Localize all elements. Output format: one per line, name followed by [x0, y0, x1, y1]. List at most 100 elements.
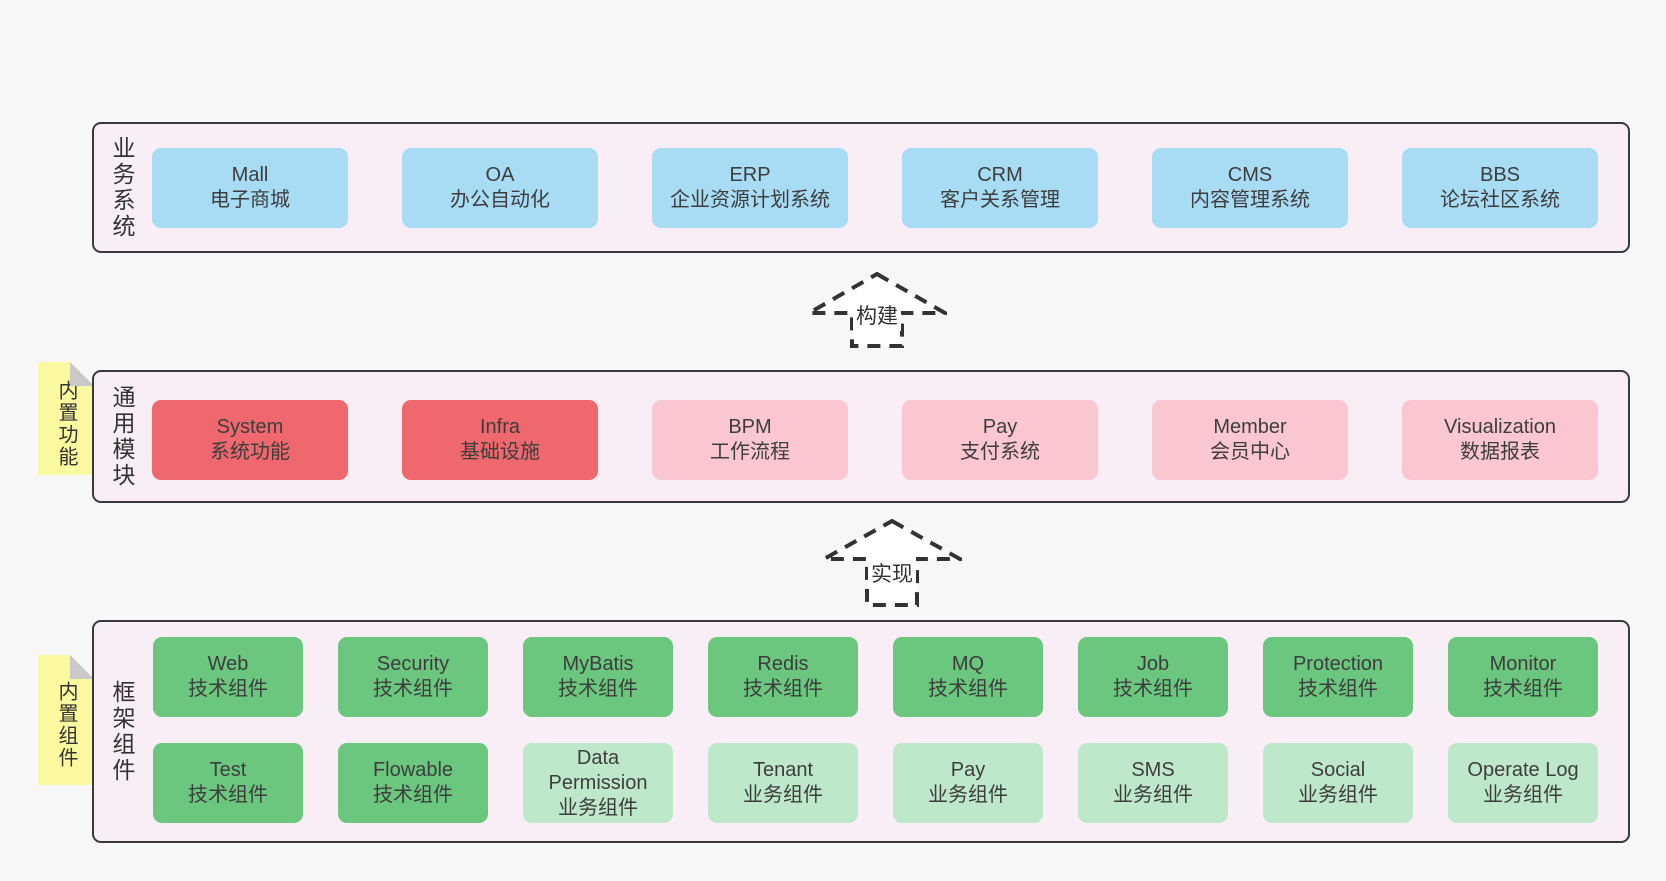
panel-side-label: 业务系统	[109, 135, 135, 240]
component-name: MQ	[951, 653, 985, 675]
build-arrow-label: 构建	[853, 299, 901, 331]
module-desc: 工作流程	[710, 441, 790, 463]
system-name: OA	[485, 164, 515, 186]
component-desc: 技术组件	[373, 784, 453, 806]
business-box-row: Mall 电子商城 OA 办公自动化 ERP 企业资源计划系统 CRM 客户关系…	[152, 148, 1598, 228]
component-desc: 技术组件	[928, 678, 1008, 700]
system-desc: 论坛社区系统	[1440, 189, 1560, 211]
component-box: MQ 技术组件	[893, 637, 1043, 717]
panel-side-label: 框架组件	[109, 679, 135, 784]
module-box: Member 会员中心	[1152, 400, 1348, 480]
component-box: Data Permission 业务组件	[523, 743, 673, 823]
module-desc: 基础设施	[460, 441, 540, 463]
component-desc: 技术组件	[188, 678, 268, 700]
system-desc: 内容管理系统	[1190, 189, 1310, 211]
component-box: SMS 业务组件	[1078, 743, 1228, 823]
module-name: Infra	[479, 416, 521, 438]
system-name: Mall	[231, 164, 269, 186]
component-box: Pay 业务组件	[893, 743, 1043, 823]
sticky-note-builtin-features: 内置功能	[38, 362, 94, 475]
modules-box-row: System 系统功能 Infra 基础设施 BPM 工作流程 Pay 支付系统	[152, 400, 1598, 480]
component-box: Web 技术组件	[153, 637, 303, 717]
component-box: Monitor 技术组件	[1448, 637, 1598, 717]
framework-box-row-2: Test 技术组件 Flowable 技术组件 Data Permission …	[153, 743, 1598, 823]
module-desc: 数据报表	[1460, 441, 1540, 463]
component-desc: 技术组件	[1483, 678, 1563, 700]
module-name: BPM	[728, 416, 772, 438]
component-box: Protection 技术组件	[1263, 637, 1413, 717]
common-modules-panel: 通用模块 System 系统功能 Infra 基础设施 BPM 工作流程	[92, 370, 1630, 503]
component-name: Security	[376, 653, 450, 675]
business-systems-panel: 业务系统 Mall 电子商城 OA 办公自动化 ERP 企业资源计划系统	[92, 122, 1630, 253]
system-desc: 电子商城	[210, 189, 290, 211]
component-box: Social 业务组件	[1263, 743, 1413, 823]
component-name: Pay	[950, 759, 986, 781]
component-name: Web	[207, 653, 249, 675]
module-name: Pay	[982, 416, 1018, 438]
system-box: BBS 论坛社区系统	[1402, 148, 1598, 228]
sticky-note-builtin-components: 内置组件	[38, 655, 94, 785]
module-box: Infra 基础设施	[402, 400, 598, 480]
component-box: Redis 技术组件	[708, 637, 858, 717]
component-name: Data Permission	[548, 746, 648, 794]
system-box: Mall 电子商城	[152, 148, 348, 228]
module-box: System 系统功能	[152, 400, 348, 480]
component-desc: 技术组件	[188, 784, 268, 806]
component-desc: 业务组件	[558, 796, 638, 819]
system-box: CMS 内容管理系统	[1152, 148, 1348, 228]
implement-arrow-label: 实现	[868, 557, 916, 589]
framework-box-row-1: Web 技术组件 Security 技术组件 MyBatis 技术组件 Redi…	[153, 637, 1598, 717]
module-desc: 支付系统	[960, 441, 1040, 463]
sticky-note-label: 内置组件	[55, 681, 77, 769]
module-name: Member	[1213, 416, 1287, 438]
component-desc: 技术组件	[558, 678, 638, 700]
framework-components-panel: 框架组件 Web 技术组件 Security 技术组件 MyBatis 技术组件	[92, 620, 1630, 843]
component-box: Job 技术组件	[1078, 637, 1228, 717]
component-desc: 技术组件	[1113, 678, 1193, 700]
component-box: Flowable 技术组件	[338, 743, 488, 823]
component-desc: 技术组件	[743, 678, 823, 700]
system-box: OA 办公自动化	[402, 148, 598, 228]
component-name: Flowable	[372, 759, 454, 781]
component-box: Security 技术组件	[338, 637, 488, 717]
component-box: Tenant 业务组件	[708, 743, 858, 823]
component-name: Social	[1310, 759, 1366, 781]
component-desc: 业务组件	[1483, 784, 1563, 806]
module-name: Visualization	[1444, 416, 1556, 438]
implement-arrow: 实现	[822, 519, 962, 607]
component-name: Tenant	[752, 759, 814, 781]
system-desc: 企业资源计划系统	[670, 189, 830, 211]
component-name: Redis	[757, 653, 809, 675]
system-name: ERP	[729, 164, 771, 186]
module-desc: 会员中心	[1210, 441, 1290, 463]
module-desc: 系统功能	[210, 441, 290, 463]
module-box: BPM 工作流程	[652, 400, 848, 480]
build-arrow: 构建	[807, 272, 947, 348]
module-box: Pay 支付系统	[902, 400, 1098, 480]
system-desc: 客户关系管理	[940, 189, 1060, 211]
component-name: Monitor	[1489, 653, 1557, 675]
component-desc: 业务组件	[928, 784, 1008, 806]
system-box: ERP 企业资源计划系统	[652, 148, 848, 228]
component-desc: 业务组件	[743, 784, 823, 806]
component-desc: 业务组件	[1298, 784, 1378, 806]
component-name: MyBatis	[562, 653, 634, 675]
system-box: CRM 客户关系管理	[902, 148, 1098, 228]
panel-side-label: 通用模块	[109, 384, 135, 489]
component-desc: 业务组件	[1113, 784, 1193, 806]
component-name: Protection	[1292, 653, 1384, 675]
component-box: Test 技术组件	[153, 743, 303, 823]
component-name: Test	[209, 759, 247, 781]
system-name: CMS	[1227, 164, 1273, 186]
component-name: Operate Log	[1467, 759, 1579, 781]
sticky-note-label: 内置功能	[55, 379, 77, 468]
component-box: Operate Log 业务组件	[1448, 743, 1598, 823]
component-name: Job	[1136, 653, 1170, 675]
system-desc: 办公自动化	[450, 189, 550, 211]
component-desc: 技术组件	[373, 678, 453, 700]
system-name: BBS	[1479, 164, 1521, 186]
component-box: MyBatis 技术组件	[523, 637, 673, 717]
component-name: SMS	[1131, 759, 1175, 781]
module-name: System	[216, 416, 284, 438]
